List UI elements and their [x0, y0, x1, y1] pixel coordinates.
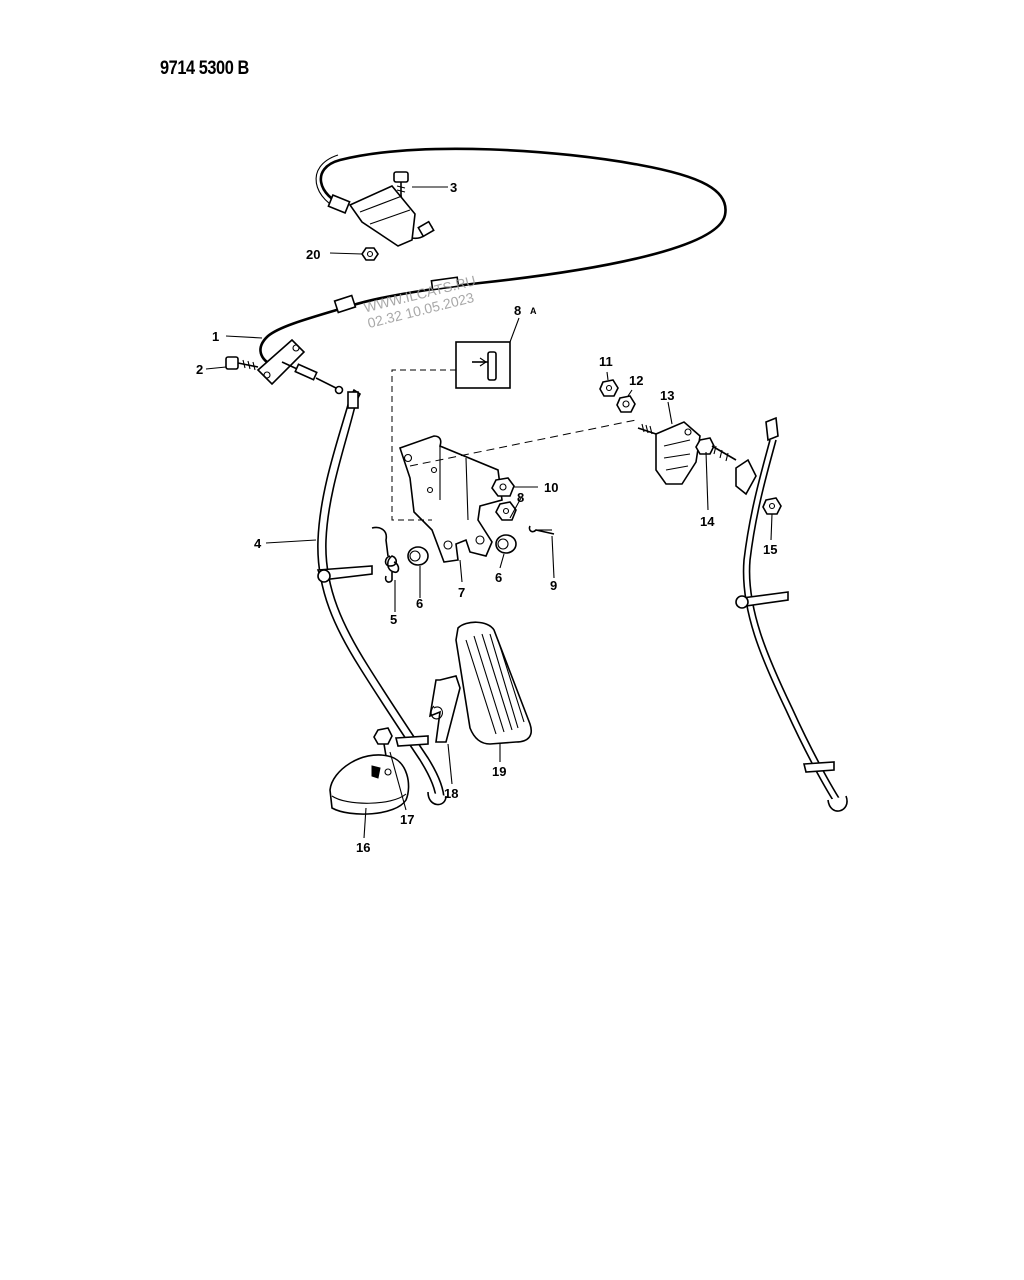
- callout-11: 11: [599, 354, 613, 369]
- callout-10: 10: [544, 480, 558, 495]
- nut-8: [495, 501, 517, 521]
- bolt-2: [225, 356, 259, 371]
- callout-18: 18: [444, 786, 458, 801]
- alternate-lever: [735, 416, 848, 812]
- callout-20: 20: [306, 247, 320, 262]
- nut-15: [762, 497, 782, 515]
- pedal-pad-19: [455, 621, 532, 745]
- callout-14: 14: [700, 514, 715, 529]
- callout-9: 9: [550, 578, 557, 593]
- washer-12: [616, 395, 636, 413]
- bolt-14: [695, 437, 737, 462]
- callout-12: 12: [629, 373, 643, 388]
- bushing-6-left: [407, 546, 429, 566]
- callout-8a: 8: [514, 303, 521, 318]
- callout-15: 15: [763, 542, 777, 557]
- callout-5: 5: [390, 612, 397, 627]
- leader-lines: [205, 186, 773, 839]
- callout-16: 16: [356, 840, 370, 855]
- detail-8a-box: [455, 341, 511, 389]
- bolt-17: [373, 727, 393, 757]
- callout-17: 17: [400, 812, 414, 827]
- detail-8a-leader: [391, 369, 456, 521]
- document-code: 9714 5300 B: [160, 58, 249, 79]
- return-spring-5: [371, 526, 400, 583]
- stopper-16: [329, 754, 410, 815]
- accelerator-lever: [316, 388, 447, 806]
- pedal-bracket-7: [398, 435, 503, 563]
- assembly-13: [637, 421, 701, 485]
- callout-7: 7: [458, 585, 465, 600]
- nut-20: [361, 247, 379, 261]
- callout-2: 2: [196, 362, 203, 377]
- callout-8a-suffix: A: [530, 306, 537, 316]
- bolt-3: [393, 171, 409, 196]
- callout-6-right: 6: [495, 570, 502, 585]
- cotter-pin-9: [528, 525, 555, 535]
- callout-1: 1: [212, 329, 219, 344]
- nut-10: [491, 477, 515, 497]
- callout-8: 8: [517, 490, 524, 505]
- callout-13: 13: [660, 388, 674, 403]
- spring-18: [428, 675, 461, 743]
- callout-4: 4: [254, 536, 262, 551]
- callout-labels: 1 2 3 4 5 6 6 7 8 8 A 9 10 11 12 13 14 1…: [196, 180, 777, 855]
- nut-11: [599, 379, 619, 397]
- callout-19: 19: [492, 764, 506, 779]
- callout-6-left: 6: [416, 596, 423, 611]
- callout-3: 3: [450, 180, 457, 195]
- cable-end-flange: [256, 338, 344, 395]
- cable-bracket: [348, 185, 435, 247]
- throttle-cable: [259, 147, 727, 368]
- bushing-6-right: [495, 534, 517, 554]
